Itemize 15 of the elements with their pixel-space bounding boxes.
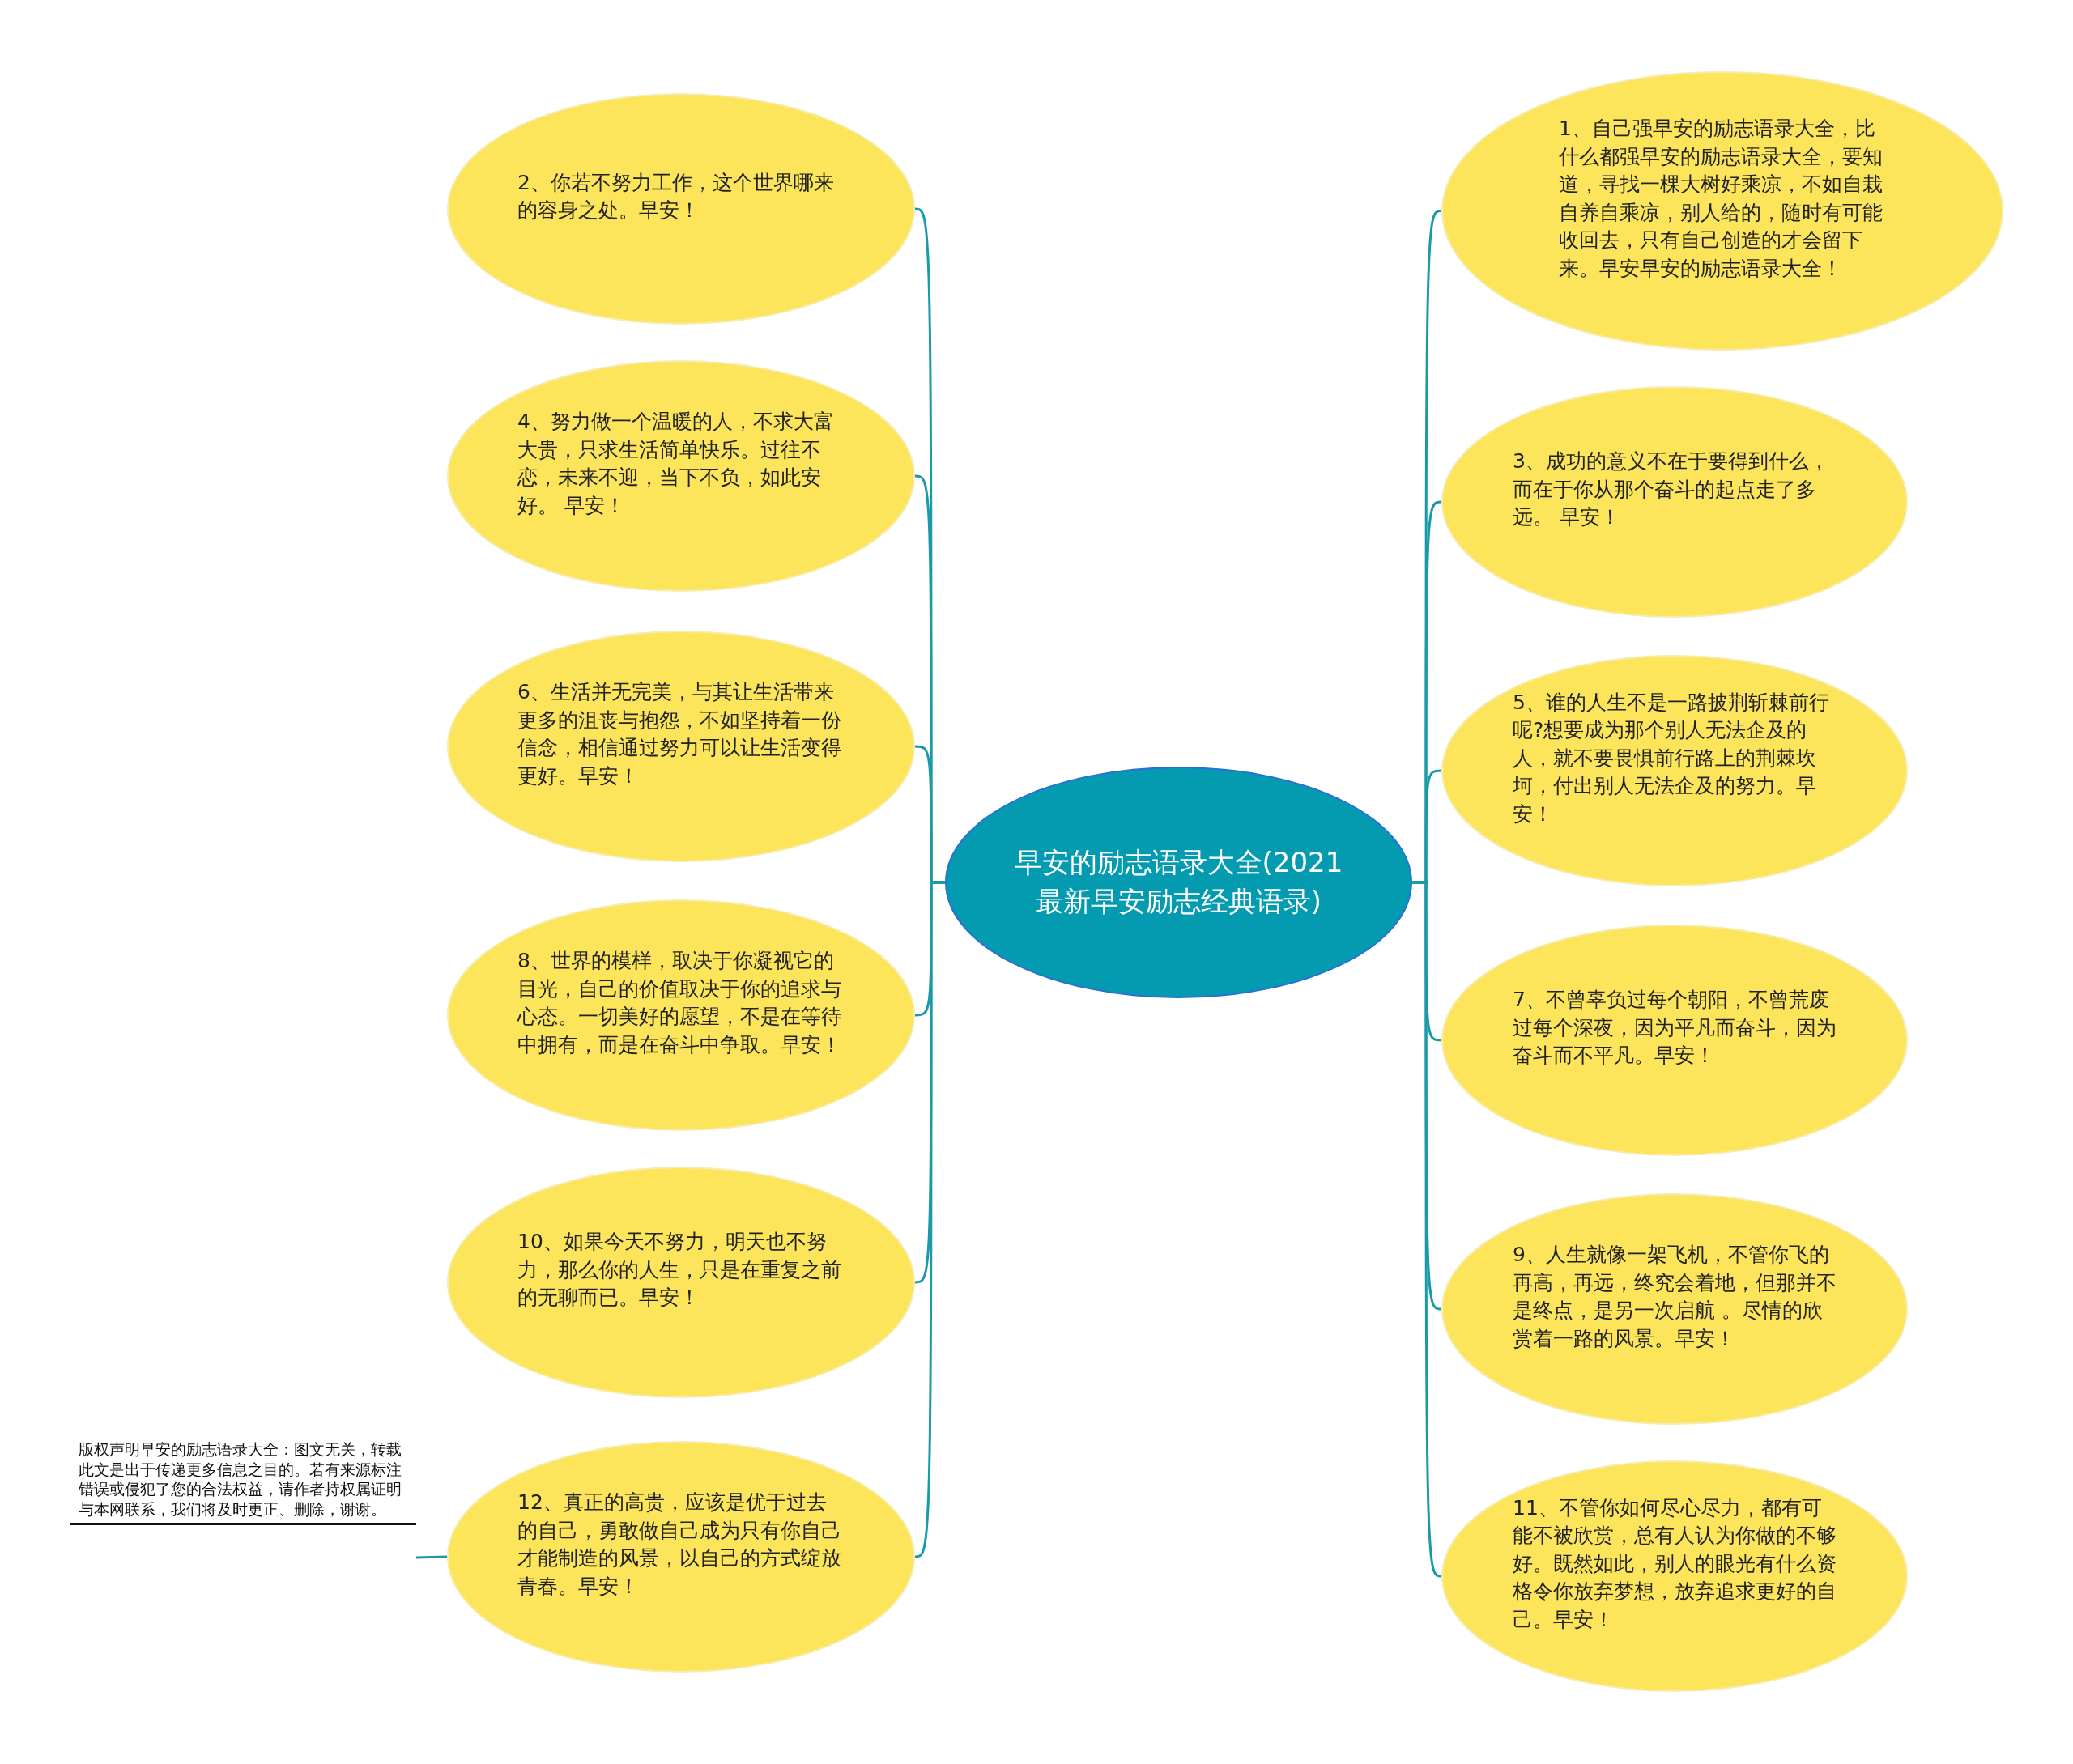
quote-text: 6、生活并无完美，与其让生活带来更多的沮丧与抱怨，不如坚持着一份信念，相信通过努力可以让生活变得更好。早安！ (517, 679, 842, 789)
quote-text: 10、如果今天不努力，明天也不努力，那么你的人生，只是在重复之前的无聊而已。早安！ (517, 1229, 842, 1311)
connector-line (415, 1555, 448, 1559)
quote-text: 11、不管你如何尽心尽力，都有可能不被欣赏，总有人认为你做的不够好。既然如此，别人的眼光有什么资格令你放弃梦想，放弃追求更好的自己。早安！ (1513, 1494, 1837, 1633)
quote-text: 8、世界的模样，取决于你凝视它的目光，自己的价值取决于你的追求与心态。一切美好的愿望，不是在等待中拥有，而是在奋斗中争取。早安！ (517, 948, 842, 1058)
copyright-note: 版权声明早安的励志语录大全：图文无关，转载此文是出于传递更多信息之目的。若有来源标注错误或侵犯了您的合法权益，请作者持权属证明与本网联系，我们将及时更正、删除，谢谢。 (70, 1439, 416, 1525)
quote-text: 5、谁的人生不是一路披荆斩棘前行呢?想要成为那个别人无法企及的人，就不要畏惧前行路上的荆棘坎坷，付出别人无法企及的努力。早安！ (1513, 689, 1830, 827)
quote-text: 7、不曾辜负过每个朝阳，不曾荒废过每个深夜，因为平凡而奋斗，因为奋斗而不平凡。早安！ (1513, 987, 1837, 1069)
topic-text: 早安的励志语录大全(2021最新早安励志经典语录) (1013, 845, 1344, 919)
quote-text: 1、自己强早安的励志语录大全，比什么都强早安的励志语录大全，要知道，寻找一棵大树好乘凉，不如自栽自养自乘凉，别人给的，随时有可能收回去，只有自己创造的才会留下来。早安早安的励志语录大全！ (1559, 116, 1884, 282)
quote-text: 2、你若不努力工作，这个世界哪来的容身之处。早安！ (517, 169, 835, 223)
quote-text: 9、人生就像一架飞机，不管你飞的再高，再远，终究会着地，但那并不是终点，是另一次启航 。尽情的欣赏着一路的风景。早安！ (1513, 1242, 1837, 1352)
quote-text: 12、真正的高贵，应该是优于过去的自己，勇敢做自己成为只有你自己才能制造的风景，以自己的方式绽放青春。早安！ (517, 1490, 842, 1600)
quote-text: 4、努力做一个温暖的人，不求大富大贵，只求生活简单快乐。过往不恋，未来不迎，当下不负，如此安好。 早安！ (517, 409, 835, 519)
quote-text: 3、成功的意义不在于要得到什么，而在于你从那个奋斗的起点走了多远。 早安！ (1513, 448, 1830, 531)
